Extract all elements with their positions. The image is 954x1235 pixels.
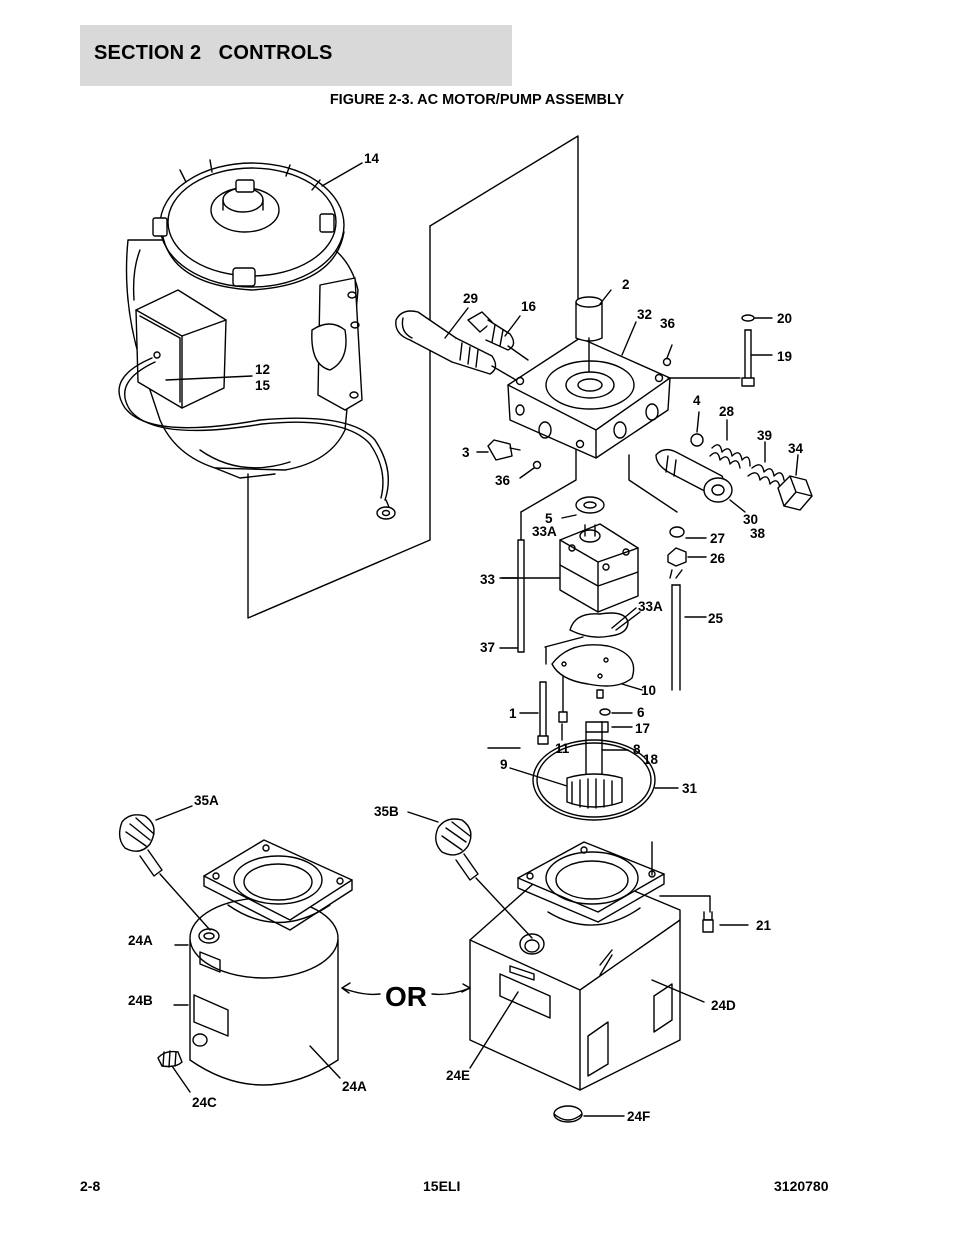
callout-4: 4 [693, 393, 701, 408]
callout-24E: 24E [446, 1068, 470, 1083]
callout-14: 14 [364, 151, 380, 166]
section-name: CONTROLS [218, 42, 333, 64]
callout-26: 26 [710, 551, 726, 566]
callout-37: 37 [480, 640, 495, 655]
footer-model: 15ELI [423, 1178, 461, 1194]
callout-31: 31 [682, 781, 698, 796]
callout-18: 18 [643, 752, 659, 767]
footer-doc-number: 3120780 [774, 1178, 829, 1194]
motor-drawing [118, 159, 396, 520]
callout-9: 9 [500, 757, 508, 772]
callout-10: 10 [641, 683, 656, 698]
callout-15: 15 [255, 378, 271, 393]
callout-19: 19 [777, 349, 792, 364]
callout-33A-lower: 33A [638, 599, 663, 614]
callout-38: 38 [750, 526, 766, 541]
callout-24D: 24D [711, 998, 736, 1013]
callout-6: 6 [637, 705, 645, 720]
callout-32: 32 [637, 307, 652, 322]
callout-1: 1 [509, 706, 517, 721]
callout-2: 2 [622, 277, 630, 292]
callout-16: 16 [521, 299, 537, 314]
footer-page-number: 2-8 [80, 1178, 101, 1194]
callout-27: 27 [710, 531, 725, 546]
callout-11: 11 [555, 741, 570, 756]
callout-29: 29 [463, 291, 478, 306]
callout-21: 21 [756, 918, 772, 933]
callout-25: 25 [708, 611, 724, 626]
callout-24A-right: 24A [342, 1079, 367, 1094]
callout-30: 30 [743, 512, 758, 527]
manifold-drawing [507, 337, 671, 459]
section-number: SECTION 2 [94, 42, 202, 64]
callout-39: 39 [757, 428, 772, 443]
round-reservoir-drawing [157, 839, 353, 1086]
callout-35A: 35A [194, 793, 219, 808]
square-reservoir-drawing [469, 841, 681, 1123]
callout-24F: 24F [627, 1109, 650, 1124]
callout-36-top: 36 [660, 316, 676, 331]
figure-title: FIGURE 2-3. AC MOTOR/PUMP ASSEMBLY [329, 92, 625, 108]
callout-3: 3 [462, 445, 470, 460]
callout-33A-top: 33A [532, 524, 557, 539]
callout-17: 17 [635, 721, 650, 736]
callout-12: 12 [255, 362, 270, 377]
section-title: SECTION 2 CONTROLS [94, 42, 333, 65]
callout-20: 20 [777, 311, 792, 326]
callout-36-bottom: 36 [495, 473, 511, 488]
callout-34: 34 [788, 441, 804, 456]
callout-24A-left: 24A [128, 933, 153, 948]
callout-8: 8 [633, 742, 641, 757]
callout-35B: 35B [374, 804, 399, 819]
section-header: SECTION 2 CONTROLS [80, 25, 512, 86]
callout-33: 33 [480, 572, 496, 587]
callout-28: 28 [719, 404, 735, 419]
or-label: OR [385, 981, 427, 1012]
callout-24B: 24B [128, 993, 153, 1008]
callout-5: 5 [545, 511, 553, 526]
callout-24C: 24C [192, 1095, 217, 1110]
